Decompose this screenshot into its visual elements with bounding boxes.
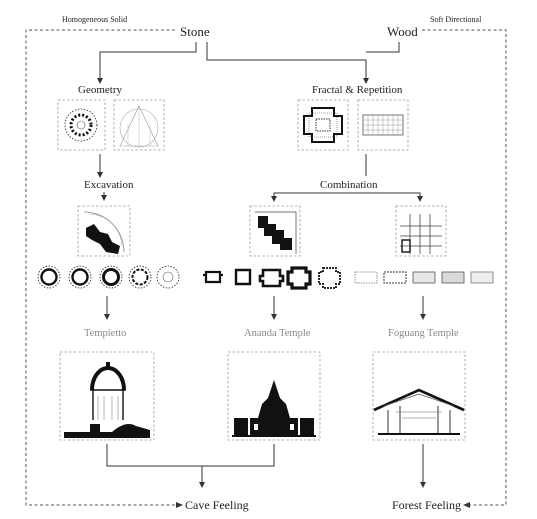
excavation-detail-thumb [77,205,131,257]
foguang-detail-thumb [395,205,447,257]
stone-label: Stone [180,24,210,39]
geometry-plan-thumb [57,99,106,151]
cave-feeling-label: Cave Feeling [185,498,249,512]
outer-dashed-frame [25,29,507,508]
stone-attributes: Homogeneous Solid [62,15,127,24]
temple-connectors [104,296,426,320]
foguang-section [372,351,466,441]
arrow-to-forest [463,502,470,508]
tempietto-plan-series [37,265,180,289]
top-connectors [97,42,400,84]
combination-connectors [271,192,423,202]
arrow-to-cave [176,502,183,508]
ananda-label: Ananda Temple [244,328,311,339]
wood-attributes: Soft Directional [430,15,482,24]
fractal-plan-thumb [297,99,349,151]
tempietto-label: Tempietto [84,328,126,339]
fractal-label: Fractal & Repetition [312,84,403,96]
ananda-plan-series [203,266,341,290]
geometry-label: Geometry [78,84,122,96]
ananda-detail-thumb [249,205,301,257]
foguang-label: Foguang Temple [388,328,459,339]
foguang-plan-series [354,271,494,284]
ananda-section [227,351,321,441]
wood-label: Wood [387,24,418,39]
geometry-section-thumb [113,99,165,151]
fractal-grid-thumb [357,99,409,151]
tempietto-section [59,351,155,441]
combination-label: Combination [320,179,378,191]
excavation-label: Excavation [84,179,134,191]
forest-feeling-label: Forest Feeling [392,498,461,512]
feeling-connectors [106,444,426,488]
mid-connectors [97,154,367,178]
